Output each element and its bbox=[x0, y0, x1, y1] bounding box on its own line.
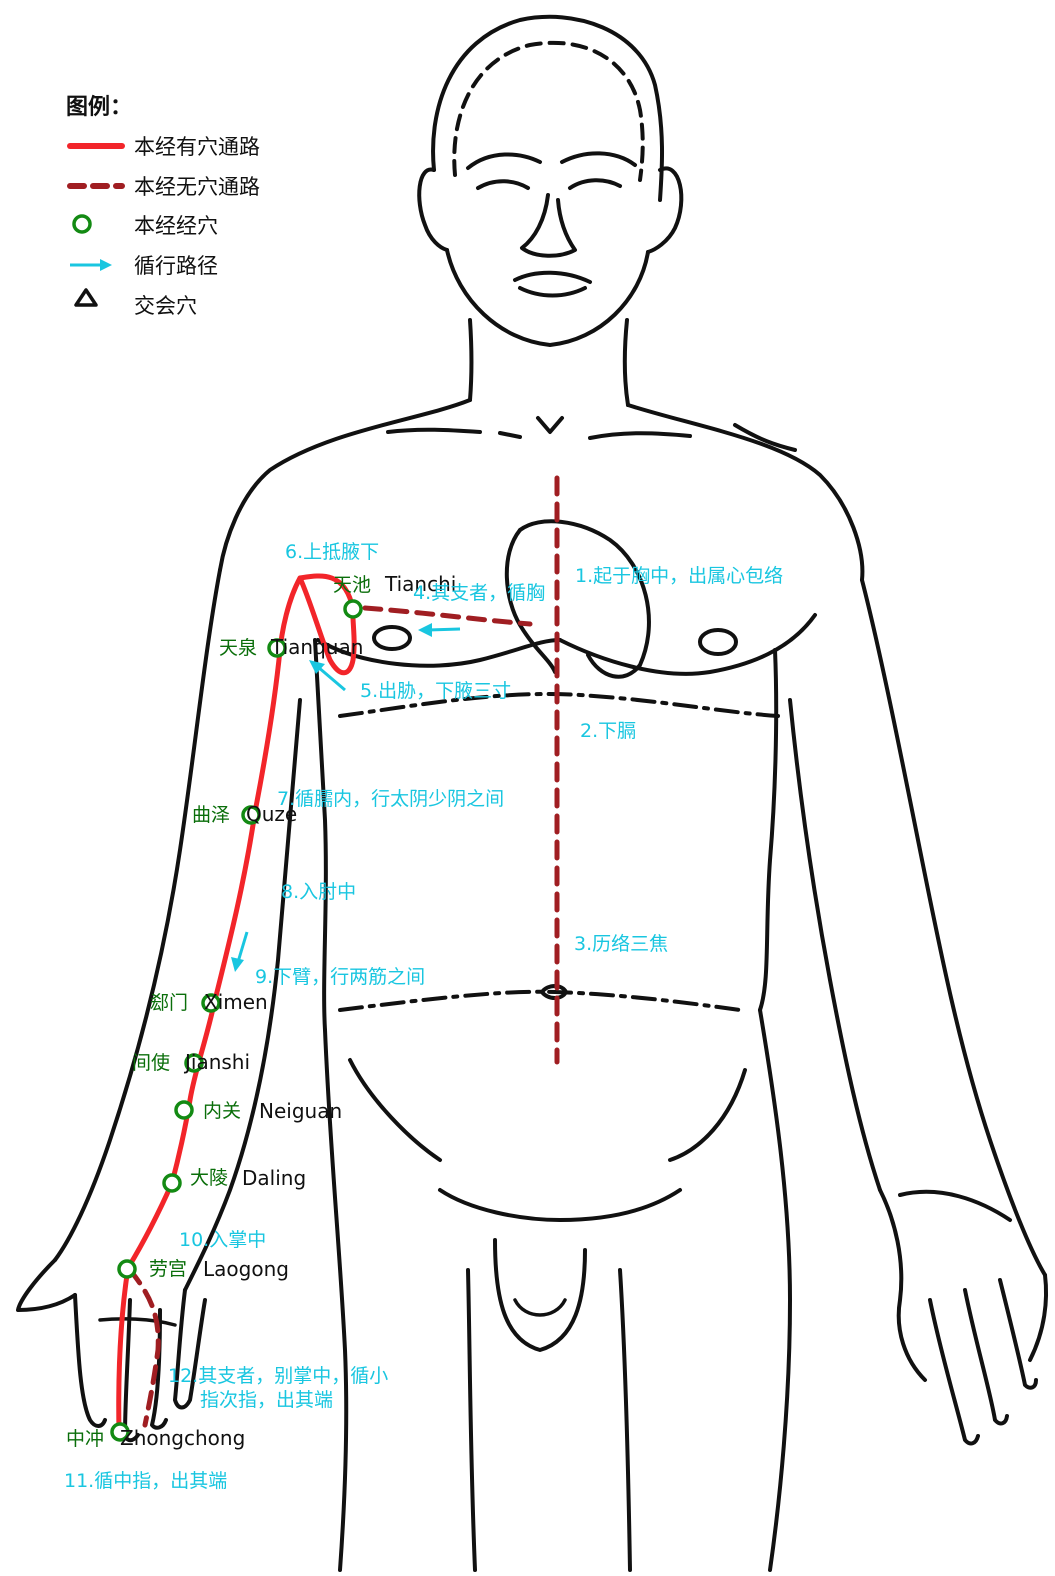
step-12-line2: 指次指，出其端 bbox=[200, 1389, 333, 1411]
legend-item-4: 循行路径 bbox=[134, 254, 218, 278]
step-4: 4.其支者，循胸 bbox=[413, 582, 545, 604]
green-circle-icon bbox=[72, 214, 92, 234]
label-quze-zh: 曲泽 bbox=[192, 804, 230, 826]
acupoints bbox=[110, 599, 363, 1442]
hand-branch bbox=[127, 1267, 161, 1428]
label-tianquan-en: Tianquan bbox=[270, 635, 363, 659]
label-tianchi-zh: 天池 bbox=[333, 574, 371, 596]
legend-item-5: 交会穴 bbox=[134, 294, 197, 318]
label-daling-en: Daling bbox=[242, 1166, 306, 1190]
step-7: 7.循臑内，行太阴少阴之间 bbox=[277, 788, 504, 810]
label-quze-en: Quze bbox=[246, 802, 297, 826]
acupoint-ximen bbox=[201, 993, 221, 1013]
label-jianshi-zh: 间使 bbox=[132, 1052, 170, 1074]
legend: 图例： 本经有穴通路 本经无穴通路 本经经穴 循行路径 交会穴 bbox=[66, 95, 260, 318]
legend-item-3: 本经经穴 bbox=[134, 214, 218, 238]
step-6: 6.上抵腋下 bbox=[285, 541, 379, 563]
acupoint-jianshi bbox=[184, 1053, 204, 1073]
axilla-loop bbox=[297, 575, 357, 676]
acupoint-tianquan bbox=[267, 638, 287, 658]
step-11: 11.循中指，出其端 bbox=[64, 1470, 227, 1492]
label-laogong-zh: 劳宫 bbox=[149, 1258, 187, 1280]
label-laogong-en: Laogong bbox=[203, 1257, 289, 1281]
label-tianchi-en: Tianchi bbox=[384, 572, 456, 596]
step-5: 5.出胁，下腋三寸 bbox=[360, 680, 511, 702]
label-jianshi-en: Jianshi bbox=[183, 1050, 250, 1074]
body-outline bbox=[16, 14, 1049, 1572]
acupoint-daling bbox=[162, 1173, 182, 1193]
step-12-line1: 12.其支者，别掌中，循小 bbox=[168, 1365, 388, 1387]
legend-title: 图例： bbox=[66, 95, 132, 120]
step-1: 1.起于胸中，出属心包络 bbox=[575, 565, 783, 587]
direction-arrows bbox=[231, 623, 461, 972]
legend-item-2: 本经无穴通路 bbox=[134, 175, 260, 199]
arrow-forearm-icon bbox=[231, 931, 249, 972]
acupoint-quze bbox=[241, 805, 261, 825]
acupoint-tianchi bbox=[343, 599, 363, 619]
internal-pathway-chest bbox=[362, 605, 533, 627]
label-neiguan-zh: 内关 bbox=[203, 1100, 241, 1122]
step-8: 8.入肘中 bbox=[281, 881, 356, 903]
cyan-arrow-icon bbox=[100, 259, 112, 271]
label-zhongchong-en: Zhongchong bbox=[120, 1426, 245, 1450]
step-10: 10.入掌中 bbox=[179, 1229, 266, 1251]
legend-item-1: 本经有穴通路 bbox=[134, 135, 260, 159]
label-neiguan-en: Neiguan bbox=[259, 1099, 342, 1123]
acupoint-neiguan bbox=[174, 1100, 194, 1120]
black-triangle-icon bbox=[74, 288, 98, 307]
step-3: 3.历络三焦 bbox=[574, 933, 668, 955]
acupoint-zhongchong bbox=[110, 1422, 130, 1442]
label-tianquan-zh: 天泉 bbox=[219, 637, 257, 659]
acupoint-labels: 天池 Tianchi 天泉 Tianquan 曲泽 Quze 郄门 Ximen … bbox=[66, 572, 456, 1450]
pathway-steps: 1.起于胸中，出属心包络 2.下膈 3.历络三焦 4.其支者，循胸 5.出胁，下… bbox=[64, 541, 783, 1492]
label-ximen-en: Ximen bbox=[204, 990, 268, 1014]
label-daling-zh: 大陵 bbox=[190, 1167, 228, 1189]
acupoint-laogong bbox=[117, 1259, 137, 1279]
label-ximen-zh: 郄门 bbox=[150, 992, 188, 1014]
arrow-chest-icon bbox=[418, 623, 461, 637]
arrow-axilla-icon bbox=[309, 660, 346, 692]
label-zhongchong-zh: 中冲 bbox=[66, 1428, 104, 1450]
step-2: 2.下膈 bbox=[580, 720, 636, 742]
step-9: 9.下臂，行两筋之间 bbox=[255, 966, 425, 988]
